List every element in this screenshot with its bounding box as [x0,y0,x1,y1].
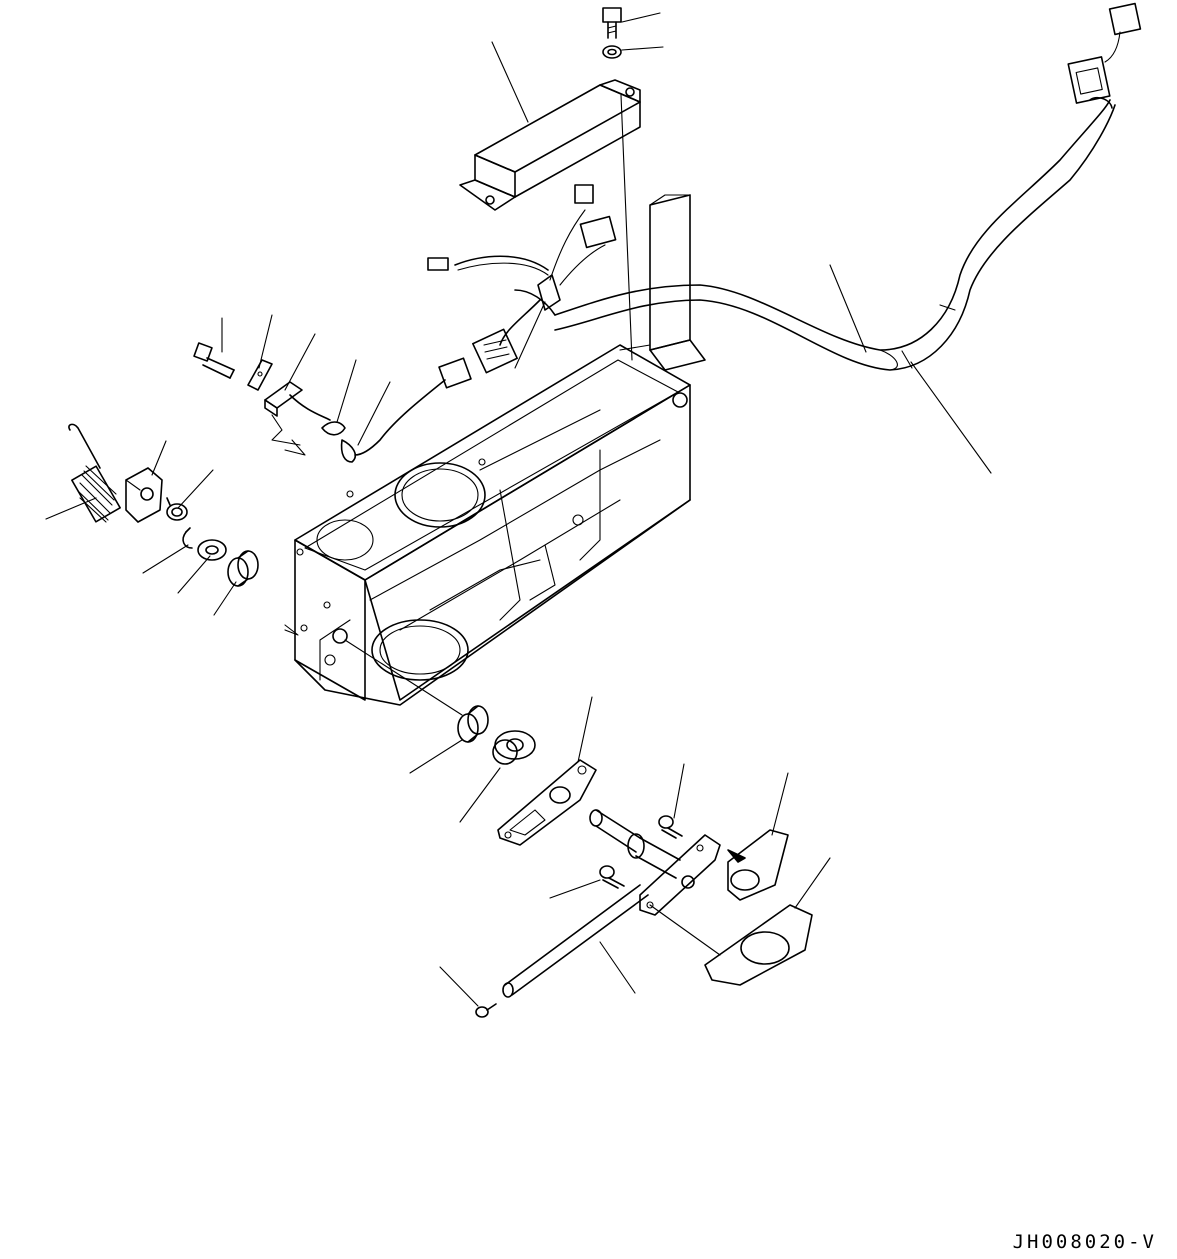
hex-bolt-top [602,7,622,39]
wire-clamp [321,421,357,463]
lever-cam-block [125,467,163,523]
switch-plate [247,359,273,391]
mounting-bolt-left [193,342,235,379]
console-frame [294,194,706,706]
pedal-pad-large [649,904,813,986]
leader-lines [45,12,992,1007]
shaft-guide-line [344,639,463,716]
snap-ring [182,527,193,549]
bushing-left [227,550,259,587]
drawing-code: JH008020-V [1012,1231,1157,1253]
arrow-mark [284,439,306,456]
tension-spring [68,423,121,523]
pedal-arm-plate [639,834,721,916]
pedal-bracket-plate [497,759,597,846]
screw-small [475,1003,497,1018]
arrow-mark-lower [284,624,299,636]
small-pedal-pad [727,829,789,901]
top-cover-bracket [459,79,641,211]
bushing-lower [457,705,489,743]
flanged-collar [492,730,536,765]
bolt-pedal-upper [658,815,683,839]
washer-left [197,539,227,561]
wire-harness [354,2,1142,456]
limit-switch [264,381,331,446]
assembly-guide-line [620,94,633,361]
bolt-pedal-lower [599,865,625,889]
pedal-rod [502,884,649,998]
washer-top [602,45,622,59]
bolt-flanged [166,497,188,521]
pedal-shaft [589,809,681,879]
